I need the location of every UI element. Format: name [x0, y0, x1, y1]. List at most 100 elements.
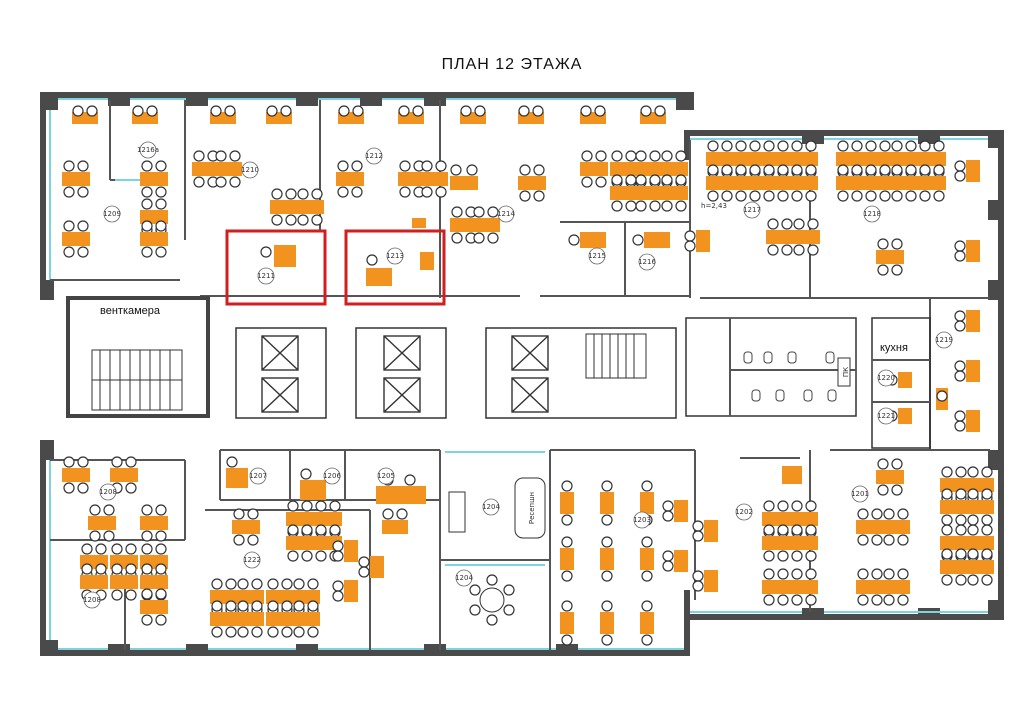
- chair: [954, 410, 966, 422]
- desk: [366, 268, 392, 286]
- chair: [954, 240, 966, 252]
- desk-group: [62, 160, 90, 198]
- desk-group: [214, 150, 242, 188]
- chair: [486, 574, 498, 586]
- chair: [315, 500, 327, 512]
- room-number-badge: 1208: [99, 483, 117, 501]
- chair: [777, 594, 789, 606]
- desk: [214, 162, 242, 176]
- desk-group: [580, 105, 606, 124]
- desk-group: [62, 220, 90, 258]
- desk: [518, 176, 546, 190]
- desk: [864, 152, 892, 166]
- furniture-layer: [62, 105, 994, 646]
- chair: [933, 164, 945, 176]
- chair: [791, 524, 803, 536]
- chair: [897, 508, 909, 520]
- chair: [879, 164, 891, 176]
- chair: [594, 105, 606, 117]
- desk: [762, 152, 790, 166]
- desk-group: [600, 600, 614, 646]
- desk-group: [338, 105, 364, 124]
- chair: [287, 500, 299, 512]
- chair: [662, 500, 674, 512]
- desk-group: [940, 548, 968, 586]
- chair: [763, 164, 775, 176]
- desk: [634, 186, 662, 200]
- chair: [641, 600, 653, 612]
- chair: [601, 480, 613, 492]
- desk: [890, 176, 918, 190]
- chair: [141, 543, 153, 555]
- desk-group: [266, 105, 292, 124]
- desk: [226, 468, 248, 488]
- desk: [966, 536, 994, 550]
- building-core: [66, 296, 931, 449]
- desk: [836, 176, 864, 190]
- desk-group: [358, 556, 384, 578]
- desk-group: [110, 563, 138, 601]
- desk: [734, 152, 762, 166]
- chair: [891, 190, 903, 202]
- desk-group: [762, 164, 790, 202]
- chair: [954, 250, 966, 262]
- desk-group: [954, 160, 980, 182]
- desk-group: [270, 188, 298, 226]
- room-number: 1215: [588, 252, 606, 260]
- chair: [692, 570, 704, 582]
- chair: [601, 514, 613, 526]
- desk: [792, 230, 820, 244]
- room-number-badge: 1208: [83, 591, 101, 609]
- desk-group: [560, 536, 574, 582]
- chair: [77, 482, 89, 494]
- desk-group: [110, 543, 138, 581]
- chair: [155, 614, 167, 626]
- chair: [805, 568, 817, 580]
- desk: [560, 492, 574, 514]
- room-number-badge: 1204: [482, 498, 500, 516]
- chair: [891, 458, 903, 470]
- chair: [518, 105, 530, 117]
- chair: [967, 524, 979, 536]
- chair: [398, 105, 410, 117]
- desk-group: [790, 164, 818, 202]
- room-number: 1204: [455, 574, 473, 582]
- chair: [315, 524, 327, 536]
- desk: [890, 152, 918, 166]
- chair: [883, 568, 895, 580]
- chair: [301, 550, 313, 562]
- desk: [856, 520, 884, 534]
- chair: [224, 105, 236, 117]
- desk: [706, 152, 734, 166]
- desk: [344, 580, 358, 602]
- chair: [281, 626, 293, 638]
- chair: [561, 600, 573, 612]
- chair: [763, 190, 775, 202]
- chair: [125, 456, 137, 468]
- desk-group: [876, 458, 904, 496]
- chair: [877, 264, 889, 276]
- chair: [707, 190, 719, 202]
- chair: [311, 214, 323, 226]
- desk-group: [864, 164, 892, 202]
- chair: [125, 589, 137, 601]
- chair: [473, 206, 485, 218]
- chair: [215, 176, 227, 188]
- chair: [561, 536, 573, 548]
- chair: [267, 626, 279, 638]
- desk-group: [966, 548, 994, 586]
- chair: [933, 140, 945, 152]
- chair: [77, 220, 89, 232]
- chair: [793, 244, 805, 256]
- chair: [601, 536, 613, 548]
- chair: [285, 188, 297, 200]
- desk-group: [226, 456, 248, 488]
- desk-group: [734, 164, 762, 202]
- chair: [781, 218, 793, 230]
- desk-group: [766, 218, 794, 256]
- desk: [966, 560, 994, 574]
- room-number-badge: 1217: [743, 201, 761, 219]
- desk-group: [296, 188, 324, 226]
- chair: [77, 246, 89, 258]
- desk: [704, 520, 718, 542]
